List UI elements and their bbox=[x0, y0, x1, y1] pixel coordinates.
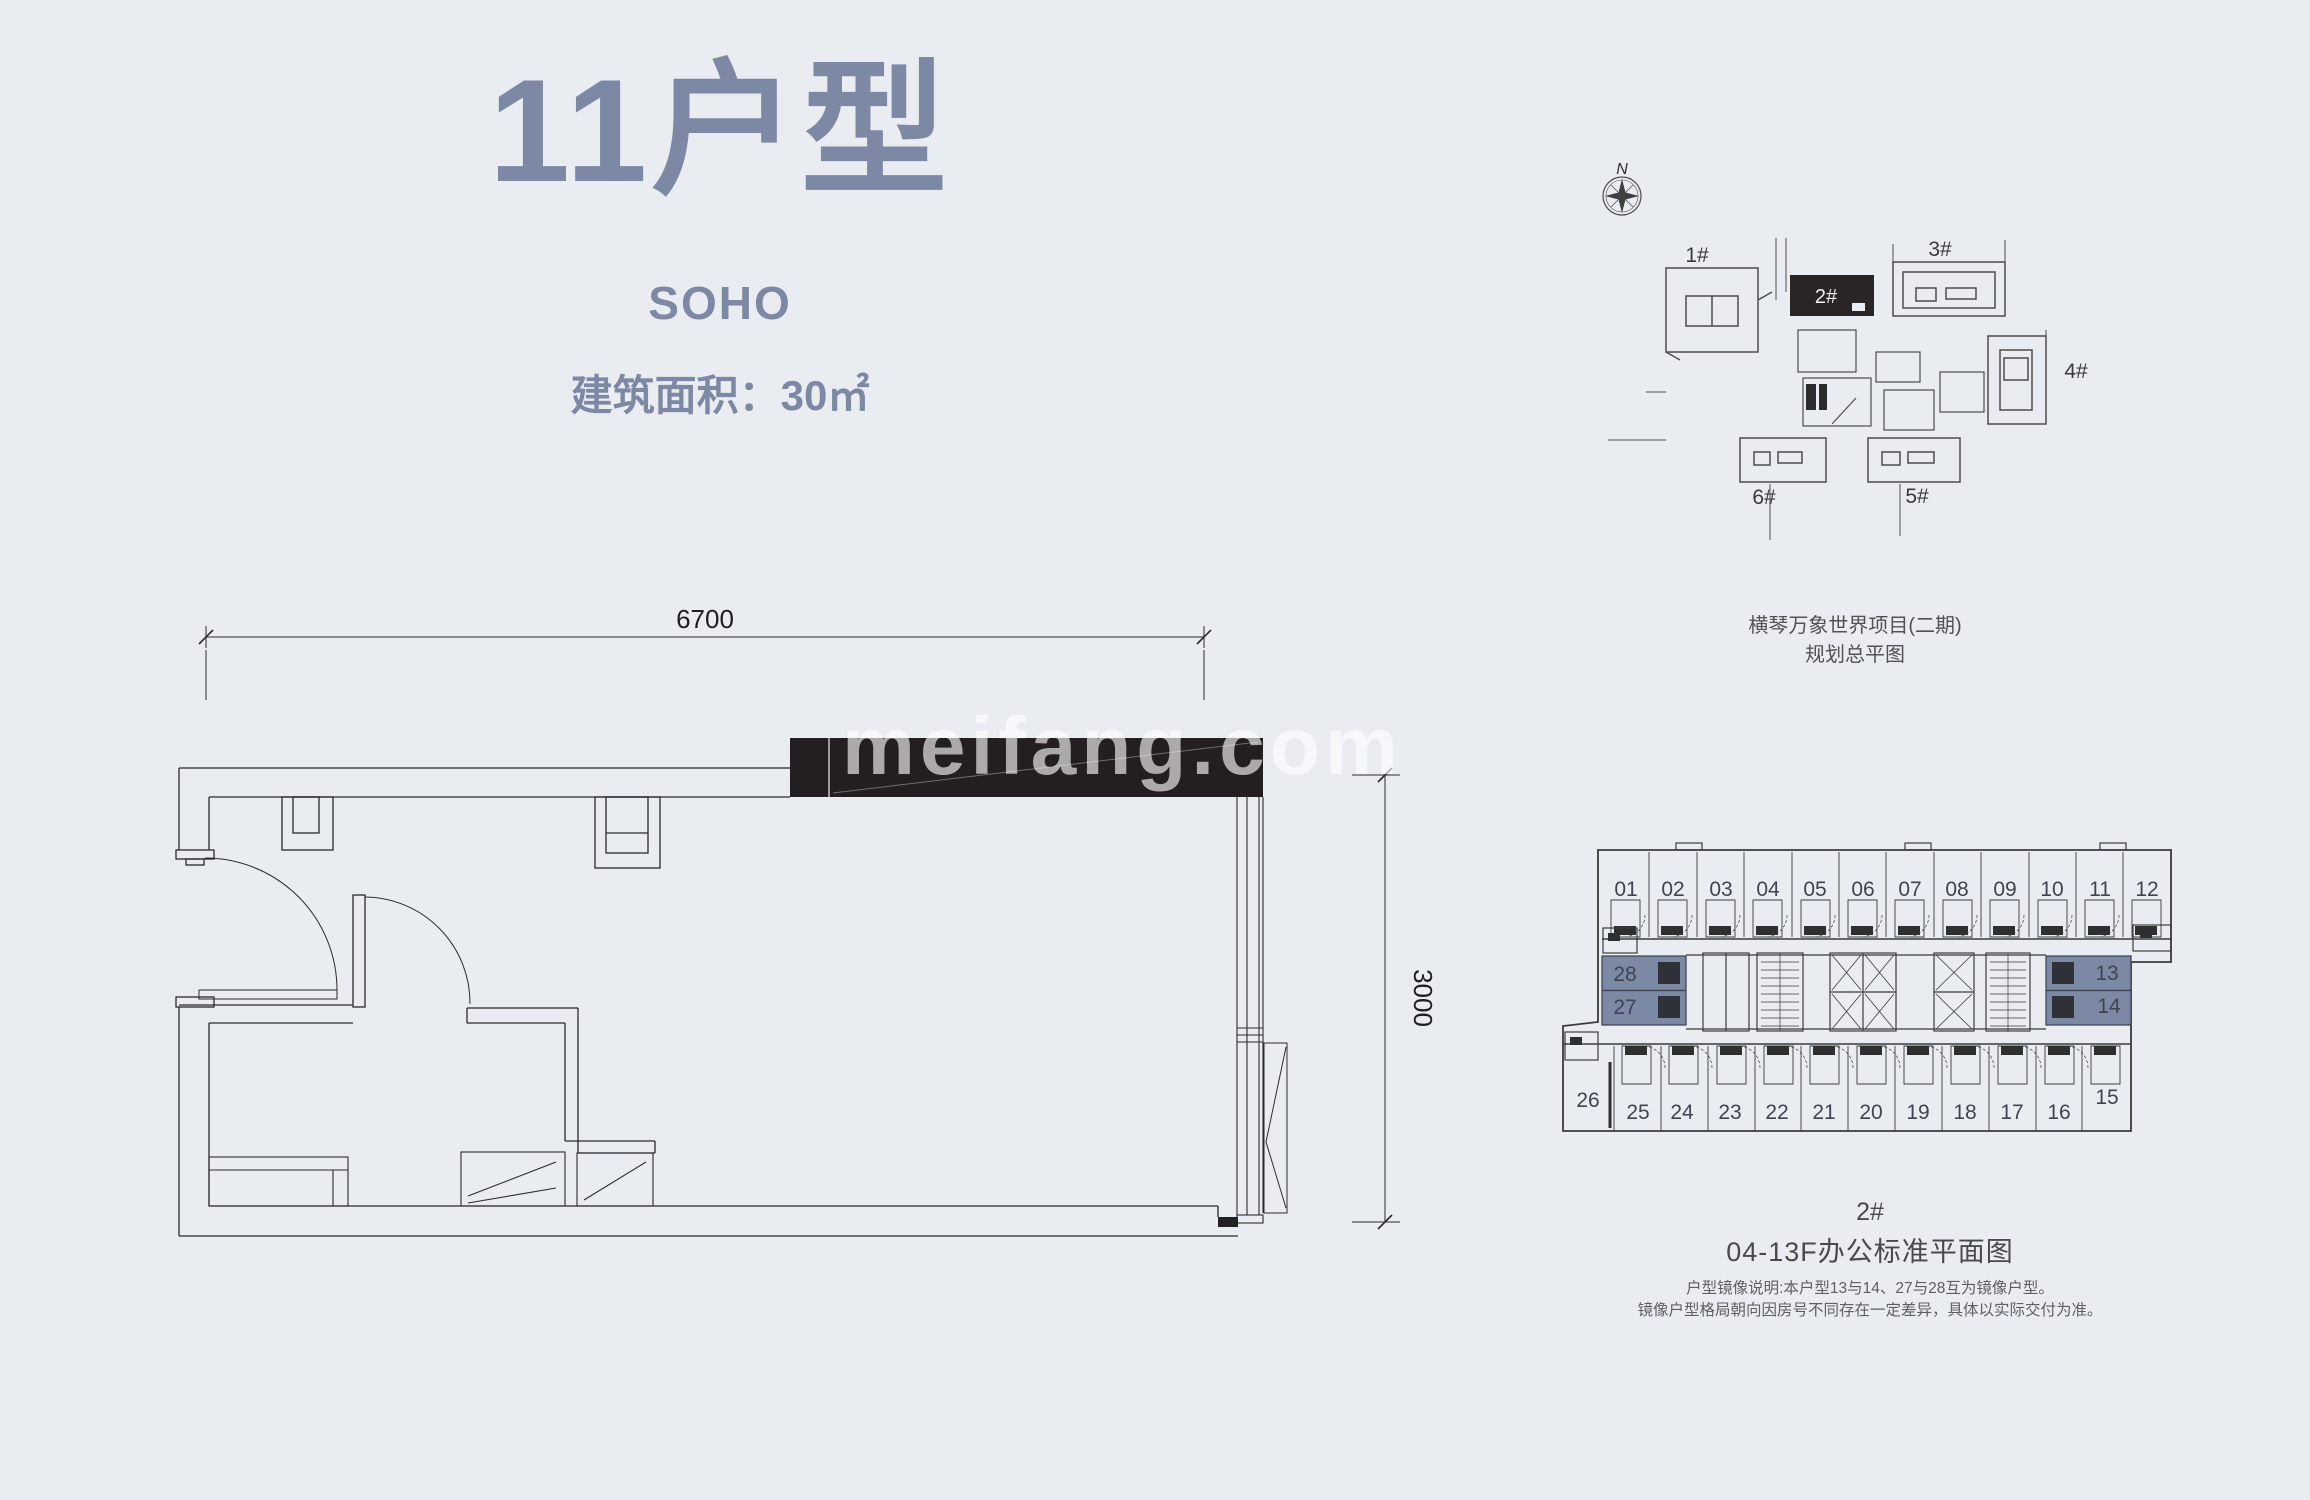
core-right-stair bbox=[1985, 952, 2031, 1032]
unit-28: 28 bbox=[1613, 963, 1636, 986]
unit-26: 26 bbox=[1576, 1089, 1599, 1112]
core-center-elevators bbox=[1829, 952, 1897, 1032]
unit-09: 09 bbox=[1993, 878, 2016, 901]
entry-door bbox=[198, 857, 338, 1000]
watermark: meifang.com bbox=[842, 701, 1403, 792]
highlight-units bbox=[1601, 955, 2132, 1026]
plate-title: 04-13F办公标准平面图 bbox=[1726, 1237, 2014, 1267]
interior-partitions bbox=[179, 894, 656, 1154]
site-building-1: 1# bbox=[1665, 244, 1773, 361]
unit-07: 07 bbox=[1898, 878, 1921, 901]
unit-20: 20 bbox=[1859, 1101, 1882, 1124]
plate-note-line2: 镜像户型格局朝向因房号不同存在一定差异，具体以实际交付为准。 bbox=[1637, 1302, 2103, 1319]
unit-17: 17 bbox=[2000, 1101, 2023, 1124]
plate-notes: 户型镜像说明:本户型13与14、27与28互为镜像户型。 镜像户型格局朝向因房号… bbox=[1630, 1278, 2110, 1322]
unit-11: 11 bbox=[2089, 878, 2111, 901]
core-left-room bbox=[1702, 952, 1750, 1032]
dark-band bbox=[790, 738, 1263, 797]
outer-walls bbox=[175, 767, 1238, 1237]
unit-06: 06 bbox=[1851, 878, 1874, 901]
site-building-5: 5# bbox=[1867, 437, 1961, 508]
unit-14: 14 bbox=[2097, 995, 2121, 1018]
unit-19: 19 bbox=[1906, 1101, 1929, 1124]
right-glazing bbox=[1218, 797, 1264, 1227]
unit-23: 23 bbox=[1718, 1101, 1741, 1124]
site-label-3: 3# bbox=[1928, 238, 1952, 261]
header: 11户型 SOHO 建筑面积：30㎡ bbox=[400, 58, 1040, 423]
unit-21: 21 bbox=[1812, 1101, 1835, 1124]
window-boxes bbox=[281, 796, 661, 869]
unit-02: 02 bbox=[1661, 878, 1684, 901]
site-label-4: 4# bbox=[2064, 360, 2088, 383]
site-central-cluster bbox=[1797, 329, 1985, 431]
floor-plate-caption: 2# 04-13F办公标准平面图 户型镜像说明:本户型13与14、27与28互为… bbox=[1630, 1198, 2110, 1322]
dim-height-label: 3000 bbox=[1408, 969, 1438, 1027]
site-plan-caption: 横琴万象世界项目(二期) 规划总平图 bbox=[1655, 612, 2055, 670]
unit-floor-plan: 6700 3000 bbox=[175, 604, 1438, 1237]
unit-numbers: 01 02 03 04 05 06 07 08 09 10 11 12 26 2… bbox=[1576, 878, 2158, 1124]
plate-building-label: 2# bbox=[1856, 1198, 1884, 1226]
unit-22: 22 bbox=[1765, 1101, 1788, 1124]
unit-15: 15 bbox=[2095, 1086, 2118, 1109]
unit-27: 27 bbox=[1613, 996, 1636, 1019]
floor-plate: 01 02 03 04 05 06 07 08 09 10 11 12 26 2… bbox=[1562, 842, 2172, 1132]
unit-25: 25 bbox=[1626, 1101, 1649, 1124]
site-caption-line2: 规划总平图 bbox=[1805, 644, 1905, 666]
unit-08: 08 bbox=[1945, 878, 1968, 901]
unit-18: 18 bbox=[1953, 1101, 1976, 1124]
core-left-stair bbox=[1756, 952, 1804, 1032]
plate-note-line1: 户型镜像说明:本户型13与14、27与28互为镜像户型。 bbox=[1686, 1280, 2054, 1297]
unit-13: 13 bbox=[2095, 962, 2118, 985]
site-building-4: 4# bbox=[1987, 335, 2088, 425]
unit-subtitle: SOHO bbox=[648, 277, 792, 329]
unit-16: 16 bbox=[2047, 1101, 2070, 1124]
compass-north-label: N bbox=[1616, 161, 1628, 178]
site-building-6: 6# bbox=[1739, 437, 1827, 509]
unit-05: 05 bbox=[1803, 878, 1826, 901]
unit-01: 01 bbox=[1614, 878, 1637, 901]
site-building-3: 3# bbox=[1892, 238, 2006, 317]
unit-area: 建筑面积：30㎡ bbox=[570, 372, 870, 419]
unit-10: 10 bbox=[2040, 878, 2063, 901]
site-label-6: 6# bbox=[1752, 486, 1776, 509]
site-label-5: 5# bbox=[1905, 485, 1929, 508]
unit-24: 24 bbox=[1670, 1101, 1694, 1124]
unit-03: 03 bbox=[1709, 878, 1732, 901]
unit-04: 04 bbox=[1756, 878, 1780, 901]
dim-width-label: 6700 bbox=[676, 604, 734, 634]
site-roads bbox=[1608, 238, 2047, 540]
unit-12: 12 bbox=[2135, 878, 2158, 901]
site-caption-line1: 横琴万象世界项目(二期) bbox=[1748, 615, 1962, 637]
site-label-2: 2# bbox=[1815, 286, 1838, 308]
site-plan: N 1# 2# 3# bbox=[1602, 161, 2088, 540]
site-building-2-highlight: 2# bbox=[1790, 275, 1874, 316]
core-right-elevators bbox=[1933, 952, 1975, 1032]
site-label-1: 1# bbox=[1685, 244, 1709, 267]
bathroom-fixtures bbox=[208, 1151, 654, 1207]
dimension-right: 3000 bbox=[1352, 767, 1438, 1230]
dimension-top: 6700 bbox=[198, 604, 1212, 700]
exterior-shaft bbox=[1263, 1042, 1288, 1214]
compass: N bbox=[1602, 161, 1642, 216]
page-title: 11户型 bbox=[488, 49, 952, 212]
